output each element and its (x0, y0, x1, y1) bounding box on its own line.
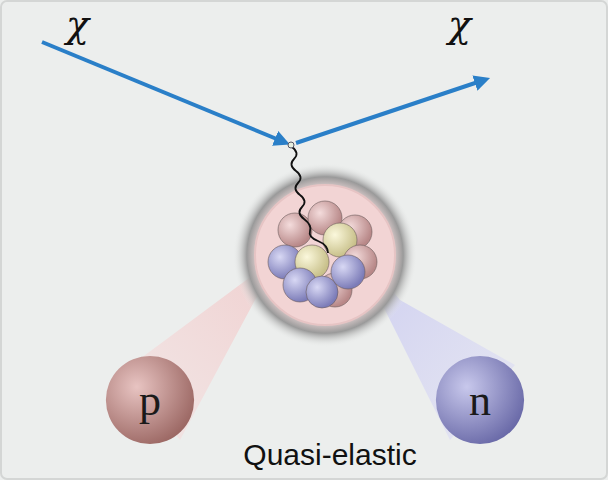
particle-symbol: p (105, 355, 195, 445)
particle-label: χ (66, 2, 89, 46)
particle-ball: n (435, 355, 525, 445)
particle-ball: p (105, 355, 195, 445)
particle-symbol: n (435, 355, 525, 445)
caption: Quasi-elastic (243, 438, 416, 472)
particle-label: χ (448, 2, 471, 46)
